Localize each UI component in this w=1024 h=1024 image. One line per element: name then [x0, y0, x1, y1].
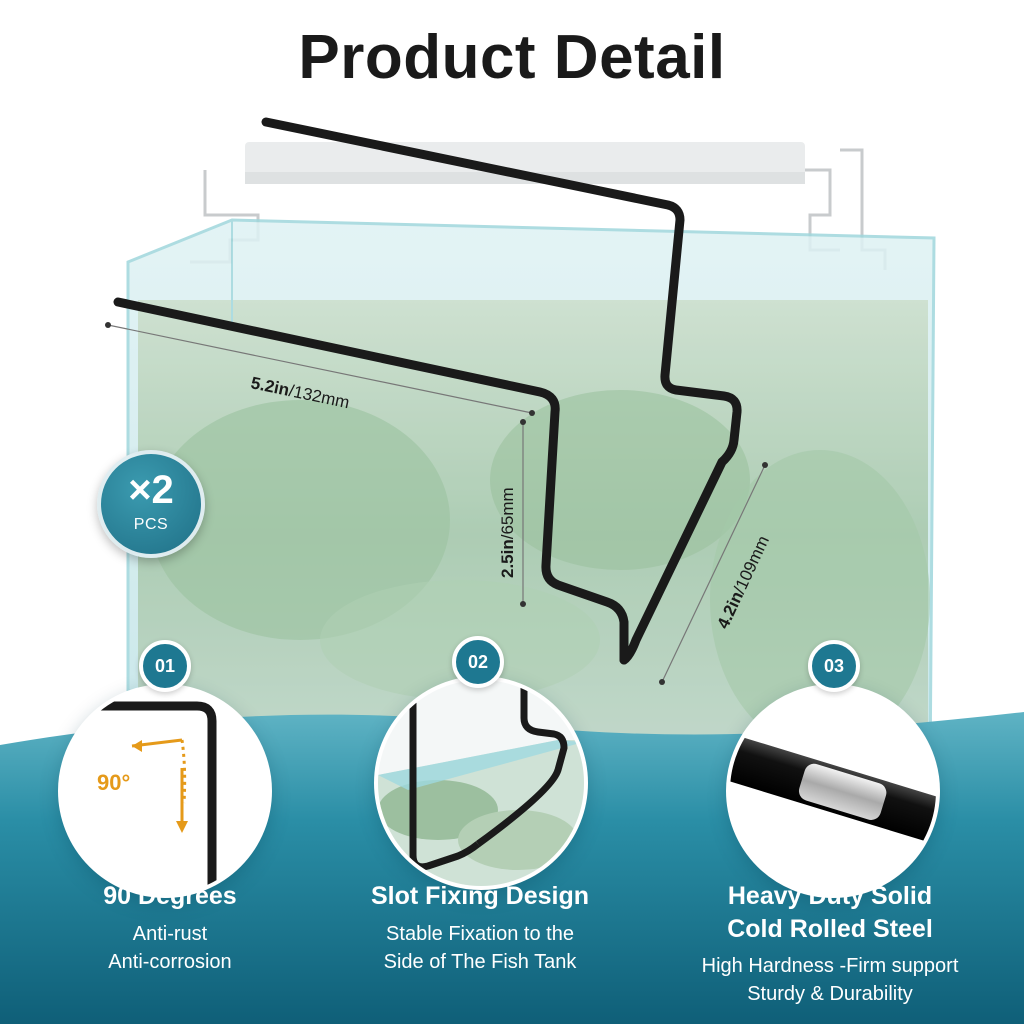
feature-3-image	[726, 684, 940, 898]
feature-2-number: 02	[452, 636, 504, 688]
feature-2-image	[374, 676, 588, 890]
steel-rod-cross-section	[730, 736, 936, 843]
quantity-value: ×2	[128, 468, 174, 512]
page-title: Product Detail	[298, 23, 726, 92]
quantity-unit: PCS	[133, 516, 169, 533]
bracket-front	[113, 297, 629, 665]
dimension-ticks	[105, 322, 768, 685]
dimension-slant-label: 4.2in/109mm	[713, 533, 773, 632]
dimension-lines	[107, 324, 766, 683]
feature-2-title: Slot Fixing Design	[370, 882, 590, 910]
feature-1-title: 90 Degrees	[103, 882, 237, 910]
quantity-badge: ×2 PCS	[97, 450, 205, 558]
slot-fixing-illustration	[378, 680, 584, 886]
feature-3-number: 03	[808, 640, 860, 692]
feature-1-number: 01	[139, 640, 191, 692]
bracket-back	[261, 117, 742, 665]
corner-bend-illustration: 90°	[62, 701, 217, 894]
dimension-height-label: 2.5in/65mm	[498, 487, 517, 578]
angle-label: 90°	[97, 770, 130, 795]
dimension-length-label: 5.2in/132mm	[249, 373, 351, 412]
feature-1-image: 90°	[58, 684, 272, 898]
